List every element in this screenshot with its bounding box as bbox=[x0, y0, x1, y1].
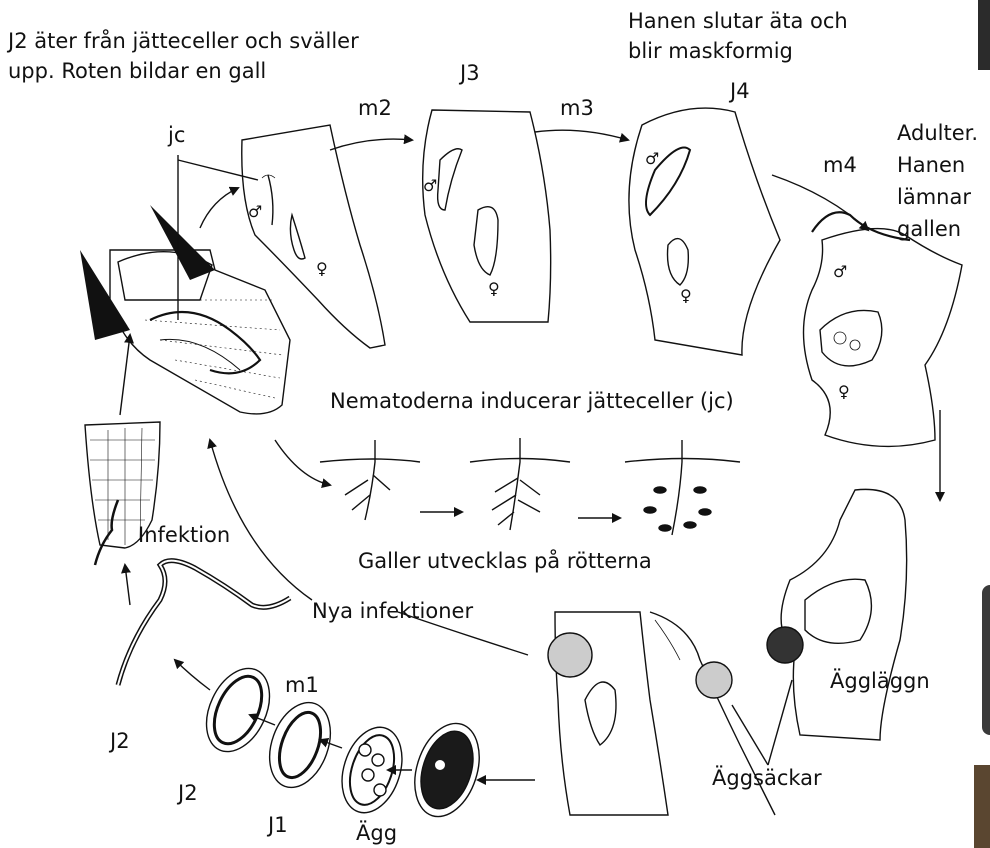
male-symbol: ♂ bbox=[423, 172, 437, 199]
root-tip-gall bbox=[80, 205, 290, 414]
female-symbol: ♀ bbox=[680, 282, 692, 309]
caption-galls-develop: Galler utvecklas på rötterna bbox=[358, 548, 652, 575]
cycle-arrows bbox=[120, 130, 940, 780]
stage-label-j3: J3 bbox=[460, 60, 480, 87]
male-symbol: ♂ bbox=[645, 145, 659, 172]
stage-label-jc: jc bbox=[168, 122, 185, 149]
caption-egg-sacs: Äggsäckar bbox=[712, 765, 822, 792]
caption-j2-feeds-line2: upp. Roten bildar en gall bbox=[8, 58, 266, 85]
caption-giant-cells: Nematoderna inducerar jätteceller (jc) bbox=[330, 388, 734, 415]
stage-label-m3: m3 bbox=[560, 95, 594, 122]
caption-male-stops-line2: blir maskformig bbox=[628, 38, 793, 65]
stage-label-m4: m4 bbox=[823, 152, 857, 179]
caption-infection: Infektion bbox=[138, 522, 230, 549]
male-symbol: ♂ bbox=[248, 198, 262, 225]
root-galls-row bbox=[320, 438, 740, 535]
panel-adults bbox=[804, 212, 963, 446]
stage-label-j4: J4 bbox=[730, 78, 750, 105]
caption-adults-line2: Hanen bbox=[897, 152, 965, 179]
j2-worm bbox=[118, 561, 290, 685]
stage-label-m1: m1 bbox=[285, 672, 319, 699]
female-symbol: ♀ bbox=[316, 255, 328, 282]
caption-male-stops-line1: Hanen slutar äta och bbox=[628, 8, 848, 35]
stage-label-j2-egg: J2 bbox=[178, 780, 198, 807]
caption-j2-feeds-line1: J2 äter från jätteceller och sväller bbox=[8, 28, 359, 55]
panel-egg-laying bbox=[767, 489, 907, 740]
stage-label-j1: J1 bbox=[268, 812, 288, 839]
female-symbol: ♀ bbox=[838, 378, 850, 405]
panel-j2-swollen bbox=[242, 125, 385, 348]
panel-j3 bbox=[423, 110, 551, 322]
caption-egg-laying: Äggläggn bbox=[830, 668, 930, 695]
caption-new-infections: Nya infektioner bbox=[312, 598, 473, 625]
eggs-row bbox=[194, 658, 490, 825]
female-symbol: ♀ bbox=[488, 275, 500, 302]
stage-label-m2: m2 bbox=[358, 95, 392, 122]
male-symbol: ♂ bbox=[833, 258, 847, 285]
stage-label-j2-worm: J2 bbox=[110, 728, 130, 755]
caption-adults-line1: Adulter. bbox=[897, 120, 978, 147]
caption-adults-line3: lämnar bbox=[897, 184, 971, 211]
caption-adults-line4: gallen bbox=[897, 216, 961, 243]
stage-label-egg: Ägg bbox=[356, 820, 397, 847]
